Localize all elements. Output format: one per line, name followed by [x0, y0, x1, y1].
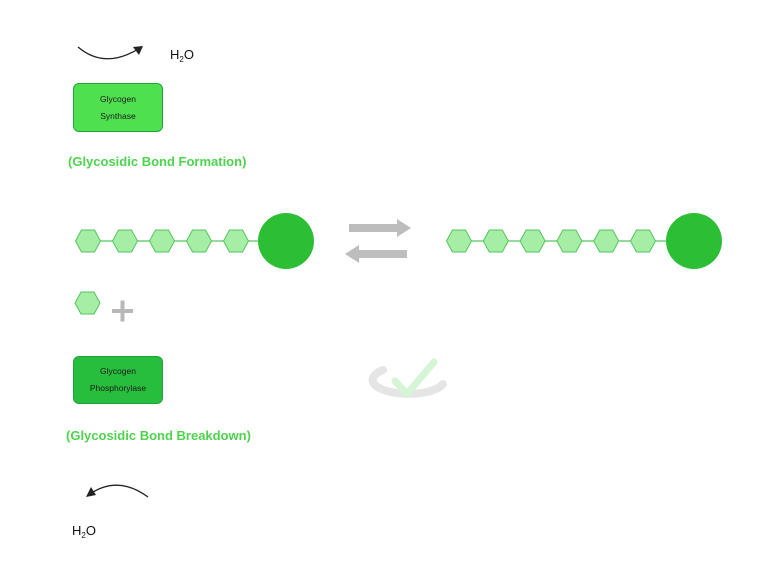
glycogen-core-left [258, 213, 314, 269]
plus-icon [112, 300, 133, 322]
glucose-unit-left-4 [185, 229, 213, 253]
water-label-bottom: H2O [72, 523, 96, 540]
bond-formation-label: (Glycosidic Bond Formation) [68, 154, 247, 169]
glycogen-chain-right [445, 213, 722, 269]
glucose-unit-left-3 [148, 229, 176, 253]
glycogen-phosphorylase-box: Glycogen Phosphorylase [73, 356, 163, 404]
glucose-unit-left-5 [222, 229, 250, 253]
arrowhead-top [133, 46, 143, 55]
glucose-unit-right-4 [556, 229, 583, 253]
equilibrium-arrows-icon [345, 219, 411, 263]
glucose-unit-right-3 [519, 229, 546, 253]
glucose-unit-right-5 [593, 229, 620, 253]
glycogen-chain-left [74, 213, 314, 269]
glucose-unit-right-2 [482, 229, 509, 253]
bond-breakdown-label: (Glycosidic Bond Breakdown) [66, 428, 251, 443]
curved-arrow-bottom [89, 484, 149, 498]
checkmark-watermark-icon [368, 358, 447, 398]
free-glucose-hexagon [74, 291, 101, 315]
arrowhead-bottom [86, 487, 96, 497]
water-label-top: H2O [170, 47, 194, 64]
glucose-unit-right-6 [629, 229, 657, 253]
glycogen-core-right [666, 213, 722, 269]
glucose-unit-left-2 [111, 229, 139, 253]
glucose-unit-right-1 [445, 229, 473, 253]
glycogen-synthase-box: Glycogen Synthase [73, 83, 163, 132]
curved-arrow-top [77, 46, 141, 60]
glucose-unit-left-1 [74, 229, 102, 253]
